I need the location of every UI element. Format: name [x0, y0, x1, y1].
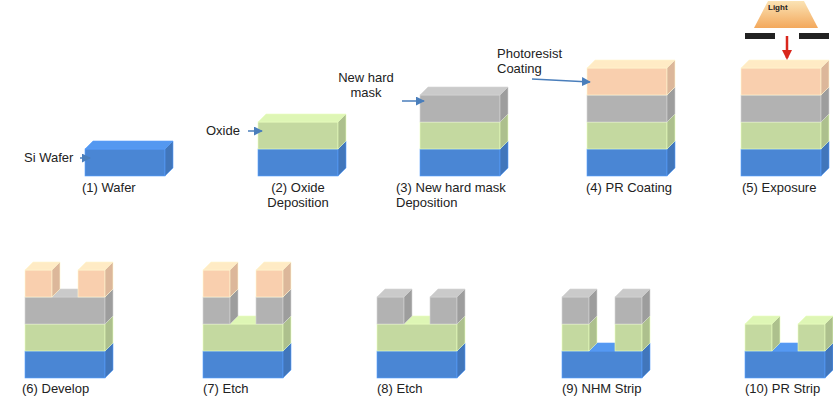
- front-face: [420, 122, 500, 149]
- step-caption: (9) NHM Strip: [562, 381, 641, 396]
- pr-pillar: [78, 262, 113, 297]
- pointer-arrow: [402, 100, 424, 102]
- wafer-stacks: [25, 60, 833, 378]
- pointer-arrow: [532, 79, 590, 82]
- front-face: [78, 270, 105, 297]
- step-caption: (4) PR Coating: [586, 180, 672, 195]
- front-face: [615, 297, 642, 324]
- step-caption: (7) Etch: [203, 381, 249, 396]
- front-face: [203, 351, 283, 378]
- front-face: [798, 324, 825, 351]
- front-face: [741, 122, 821, 149]
- hm-pillar: [562, 289, 597, 324]
- front-face: [85, 149, 165, 176]
- step-caption: (5) Exposure: [742, 180, 816, 195]
- top-face: [420, 87, 508, 95]
- front-face: [562, 351, 642, 378]
- side-face: [105, 262, 113, 297]
- pointer-arrow: [80, 157, 90, 159]
- pr-layer: [587, 60, 675, 95]
- step-caption: (6) Develop: [22, 381, 89, 396]
- ox-layer: [258, 114, 346, 149]
- side-face: [457, 289, 465, 324]
- side-face: [230, 262, 238, 297]
- front-face: [258, 122, 338, 149]
- front-face: [587, 68, 667, 95]
- front-face: [587, 149, 667, 176]
- front-face: [420, 95, 500, 122]
- front-face: [562, 297, 589, 324]
- front-face: [203, 324, 283, 351]
- pr-pillar: [256, 262, 291, 297]
- front-face: [741, 68, 821, 95]
- light-source: [754, 1, 818, 28]
- side-face: [667, 60, 675, 95]
- hm-pillar: [377, 289, 412, 324]
- side-face: [642, 289, 650, 324]
- step-caption: (8) Etch: [377, 381, 423, 396]
- hm-layer: [420, 87, 508, 122]
- front-face: [420, 149, 500, 176]
- side-face: [283, 262, 291, 297]
- callout-label: Si Wafer: [24, 150, 73, 165]
- light-ray: [786, 36, 789, 58]
- si-layer: [85, 141, 173, 176]
- step-caption: (1) Wafer: [82, 180, 136, 195]
- hm-pillar: [615, 289, 650, 324]
- callout-label: Photoresist Coating: [497, 46, 572, 76]
- step-caption: (2) Oxide Deposition: [252, 180, 344, 210]
- front-face: [258, 149, 338, 176]
- front-face: [203, 270, 230, 297]
- side-face: [825, 316, 833, 351]
- front-face: [562, 324, 589, 351]
- front-face: [25, 351, 105, 378]
- top-face: [587, 60, 675, 68]
- pr-layer: [741, 60, 829, 95]
- front-face: [615, 324, 642, 351]
- side-face: [772, 316, 780, 351]
- front-face: [25, 270, 52, 297]
- front-face: [377, 297, 404, 324]
- top-face: [741, 60, 829, 68]
- ox-pillar: [798, 316, 833, 351]
- photomask: [799, 33, 829, 39]
- front-face: [25, 324, 105, 351]
- side-face: [821, 60, 829, 95]
- front-face: [430, 297, 457, 324]
- ox-pillar: [745, 316, 780, 351]
- side-face: [500, 87, 508, 122]
- top-face: [85, 141, 173, 149]
- front-face: [745, 324, 772, 351]
- photomask: [745, 33, 775, 39]
- light-label: Light: [768, 3, 788, 13]
- side-face: [404, 289, 412, 324]
- pr-pillar: [203, 262, 238, 297]
- front-face: [587, 95, 667, 122]
- top-face: [258, 114, 346, 122]
- front-face: [203, 297, 230, 324]
- hm-pillar: [430, 289, 465, 324]
- front-face: [25, 297, 105, 324]
- front-face: [741, 95, 821, 122]
- front-face: [587, 122, 667, 149]
- side-face: [338, 114, 346, 149]
- front-face: [377, 351, 457, 378]
- pr-pillar: [25, 262, 60, 297]
- side-face: [52, 262, 60, 297]
- callout-label: Oxide: [206, 123, 240, 138]
- front-face: [256, 297, 283, 324]
- pointer-arrow: [248, 130, 262, 132]
- step-caption: (3) New hard mask Deposition: [396, 180, 521, 210]
- callout-label: New hard mask: [332, 70, 400, 100]
- front-face: [256, 270, 283, 297]
- front-face: [745, 351, 825, 378]
- step-caption: (10) PR Strip: [745, 381, 820, 396]
- side-face: [589, 289, 597, 324]
- side-face: [165, 141, 173, 176]
- front-face: [377, 324, 457, 351]
- front-face: [741, 149, 821, 176]
